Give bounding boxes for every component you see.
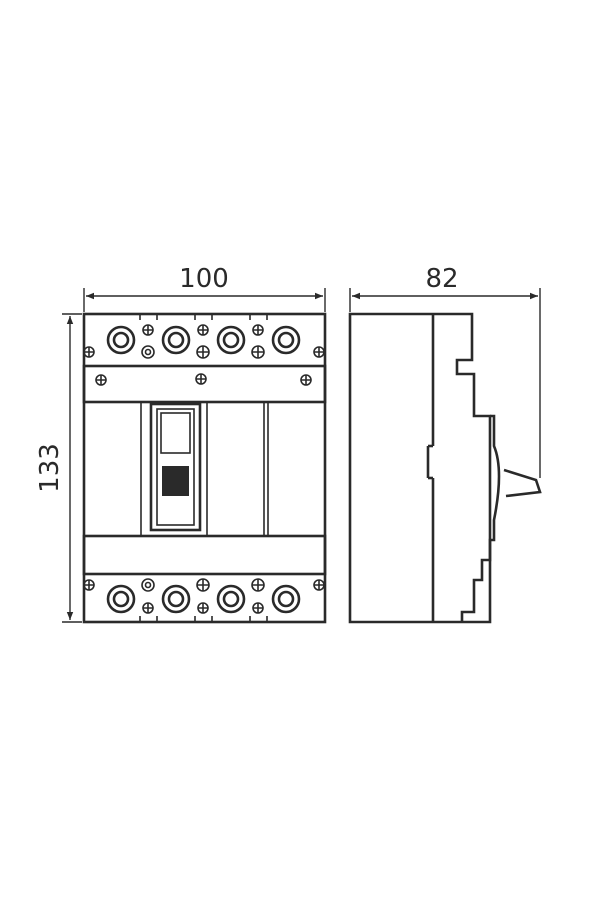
terminal-screw	[106, 325, 136, 355]
terminal-screw	[106, 584, 136, 614]
cross-screw	[252, 324, 264, 336]
cross-screw	[251, 578, 265, 592]
terminal-screw	[271, 325, 301, 355]
cover-screw	[300, 374, 312, 386]
width-dimension: 100	[83, 264, 326, 312]
cross-screw	[313, 579, 325, 591]
terminal-screw	[161, 325, 191, 355]
bottom-band	[82, 534, 327, 576]
side-view	[348, 312, 542, 624]
bottom-terminal-block	[83, 578, 325, 622]
cross-screw	[196, 578, 210, 592]
height-dimension: 133	[35, 313, 82, 623]
height-label: 133	[35, 443, 65, 493]
cross-screw	[142, 602, 154, 614]
round-screw	[141, 345, 155, 359]
side-handle-lever	[503, 468, 542, 498]
cross-screw	[252, 602, 264, 614]
middle-section	[140, 402, 269, 536]
top-terminal-block	[82, 314, 327, 404]
depth-dimension: 82	[349, 264, 541, 478]
cover-screw	[95, 374, 107, 386]
cross-screw	[197, 602, 209, 614]
terminal-screw	[161, 584, 191, 614]
terminal-screw	[271, 584, 301, 614]
terminal-screw	[216, 325, 246, 355]
cross-screw	[197, 324, 209, 336]
cross-screw	[196, 345, 210, 359]
depth-label: 82	[425, 264, 458, 294]
round-screw	[141, 578, 155, 592]
cross-screw	[83, 346, 95, 358]
cross-screw	[251, 345, 265, 359]
cross-screw	[142, 324, 154, 336]
handle-frame	[149, 402, 202, 532]
front-view	[82, 312, 327, 624]
front-body-outline	[82, 312, 327, 624]
cross-screw	[313, 346, 325, 358]
cover-screw	[195, 373, 207, 385]
terminal-screw	[216, 584, 246, 614]
toggle-handle	[162, 466, 189, 496]
cross-screw	[83, 579, 95, 591]
side-stepped-profile	[460, 414, 501, 622]
side-body-outline	[348, 312, 492, 624]
width-label: 100	[179, 264, 229, 294]
